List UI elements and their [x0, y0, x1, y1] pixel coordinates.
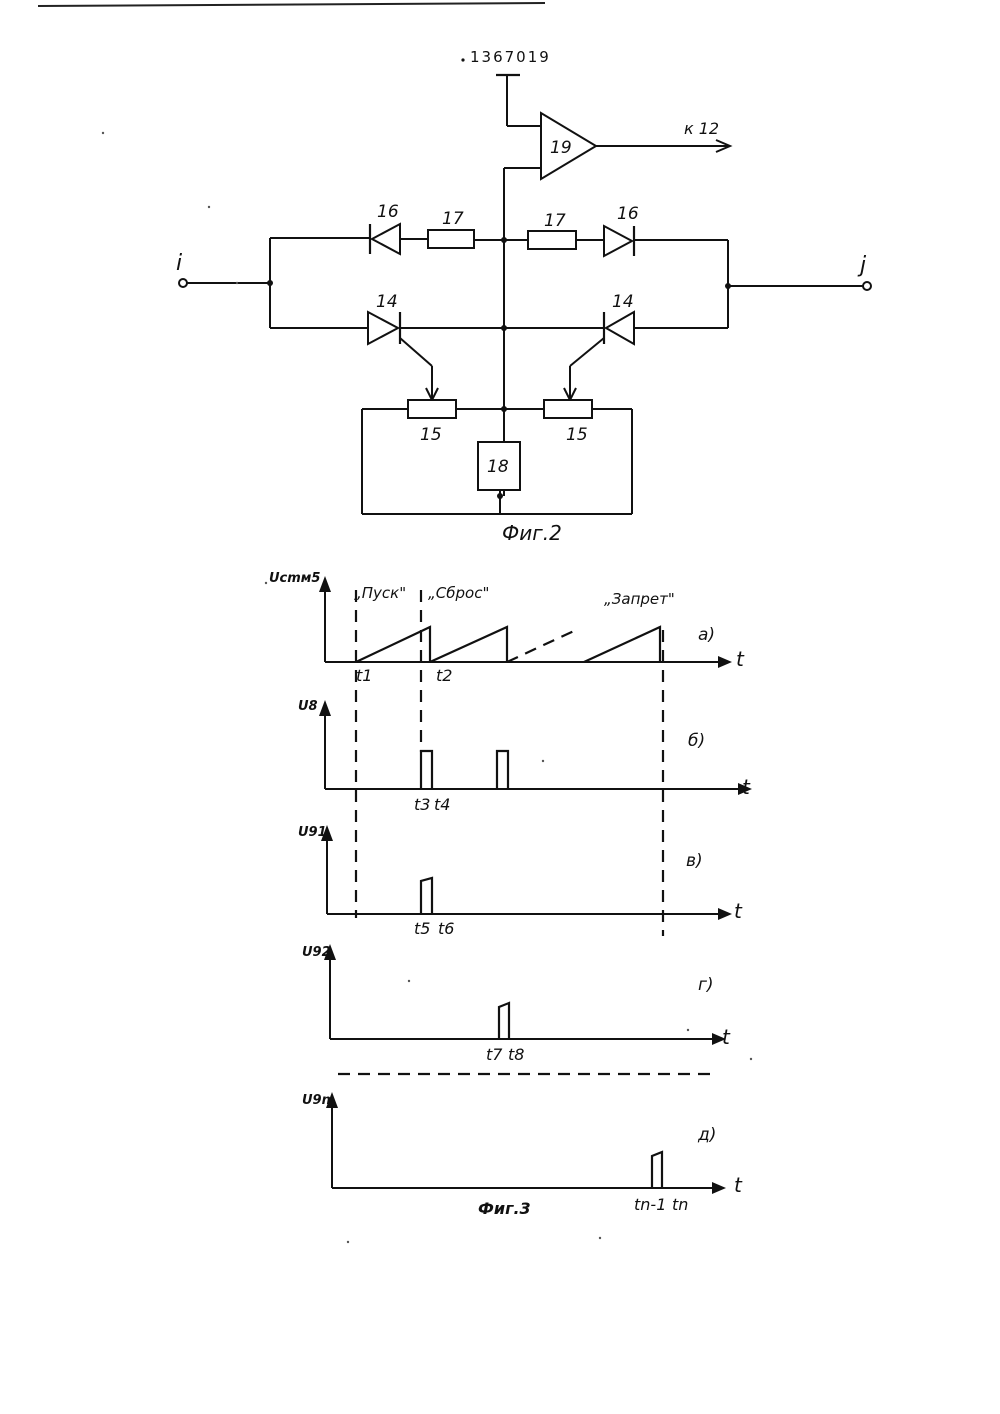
thyristor-14-right-gate [570, 338, 604, 366]
timing-diagram: „Пуск" „Сброс" „Запрет" Uсmм5 t а) t1 t2… [269, 571, 752, 1218]
axis-b-y-arrow-icon [319, 700, 331, 716]
fig2-caption: Фиг.2 [502, 521, 562, 545]
trace-b-panel: б) [688, 731, 705, 751]
tick-t6: t6 [438, 919, 454, 938]
amplifier-label: 19 [550, 138, 572, 158]
junction-block-18 [497, 493, 503, 499]
thyristor-14-right-label: 14 [612, 292, 634, 312]
trace-g-ylabel: U92 [302, 945, 331, 960]
ramp-4 [584, 627, 660, 662]
trace-g-t: t [722, 1025, 731, 1049]
diode-16-left-label: 16 [377, 202, 399, 222]
trace-b-ylabel: U8 [298, 699, 318, 714]
pulse-d [652, 1152, 662, 1188]
annotation-inhibit: „Запрет" [604, 590, 675, 608]
pot-15-right-label: 15 [566, 425, 588, 445]
trace-v-panel: в) [686, 851, 703, 871]
potentiometer-15-right [544, 400, 592, 418]
axis-d-arrow-icon [712, 1182, 726, 1194]
terminal-j-label: j [857, 253, 867, 278]
page-top-rule [38, 3, 545, 6]
patent-number: 1367019 [470, 48, 551, 66]
patent-number-dot [461, 58, 464, 61]
trace-d-ylabel: U9n [302, 1093, 331, 1108]
diode-16-left [372, 224, 400, 254]
resistor-17-right-label: 17 [544, 211, 566, 231]
tick-tn-1: tn-1 [634, 1195, 666, 1214]
tick-t7: t7 [486, 1045, 503, 1064]
trace-g-panel: г) [698, 975, 714, 995]
annotation-start: „Пуск" [354, 584, 406, 602]
ramp-3-dashed [507, 630, 576, 662]
resistor-17-left [428, 230, 474, 248]
trace-a-ylabel: Uсmм5 [269, 571, 320, 586]
trace-v-t: t [734, 899, 743, 923]
axis-v-arrow-icon [718, 908, 732, 920]
terminal-i-label: i [176, 251, 182, 276]
source-block-18-label: 18 [487, 457, 509, 477]
trace-d-t: t [734, 1173, 743, 1197]
pulse-b-2 [497, 751, 508, 789]
tick-t4: t4 [434, 795, 450, 814]
tick-t2: t2 [436, 666, 452, 685]
tick-t5: t5 [414, 919, 430, 938]
tick-t1: t1 [356, 666, 372, 685]
resistor-17-left-label: 17 [442, 209, 464, 229]
pulse-g [499, 1003, 509, 1039]
resistor-17-right [528, 231, 576, 249]
pot-15-left-label: 15 [420, 425, 442, 445]
fig3-caption: Фиг.3 [478, 1199, 531, 1218]
ramp-2 [430, 627, 507, 662]
axis-a-y-arrow-icon [319, 576, 331, 592]
diode-16-right [604, 226, 632, 256]
trace-b-t: t [742, 775, 751, 799]
trace-d-panel: д) [697, 1125, 716, 1145]
tick-t8: t8 [508, 1045, 524, 1064]
thyristor-14-right [606, 312, 634, 344]
tick-tn: tn [672, 1195, 688, 1214]
terminal-j [863, 282, 871, 290]
diode-16-right-label: 16 [617, 204, 639, 224]
axis-a-arrow-icon [718, 656, 732, 668]
trace-v-ylabel: U91 [298, 825, 327, 840]
thyristor-14-left [368, 312, 398, 344]
tick-t3: t3 [414, 795, 430, 814]
circuit-diagram: 19 к 12 i j 16 17 [176, 75, 871, 545]
thyristor-14-left-gate [400, 338, 432, 366]
trace-a-t: t [736, 647, 745, 671]
terminal-i [179, 279, 187, 287]
scan-noise [102, 132, 752, 1243]
annotation-reset: „Сброс" [428, 584, 489, 602]
thyristor-14-left-label: 14 [376, 292, 398, 312]
pulse-b-1 [421, 751, 432, 789]
ramp-1 [356, 627, 430, 662]
pulse-v [421, 878, 432, 914]
trace-a-panel: а) [698, 625, 715, 645]
output-label: к 12 [684, 119, 719, 138]
potentiometer-15-left [408, 400, 456, 418]
